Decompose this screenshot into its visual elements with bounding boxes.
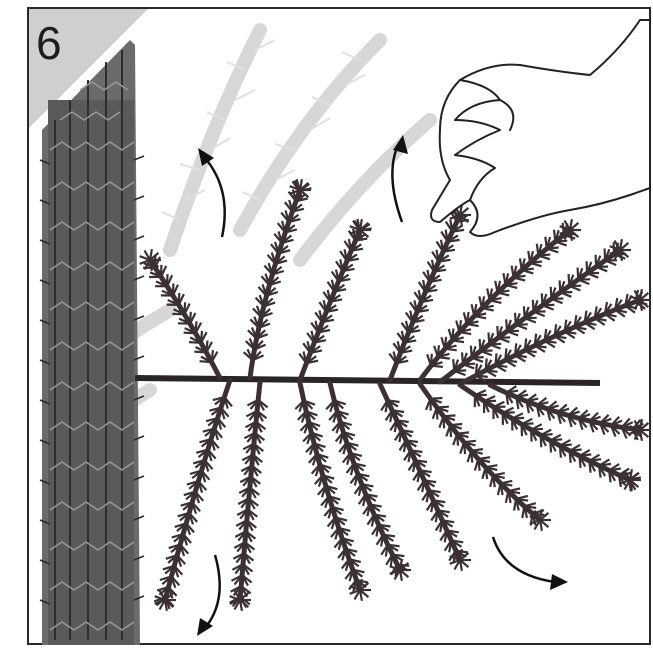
needle-mark — [515, 313, 516, 325]
needle-mark — [464, 441, 476, 442]
needle-mark — [184, 333, 196, 334]
needle-mark — [578, 268, 579, 280]
needle-mark — [542, 293, 543, 305]
needle-mark — [430, 398, 442, 399]
needle-mark — [535, 334, 537, 346]
needle-mark — [531, 430, 532, 442]
needle-mark — [438, 357, 450, 358]
needle-mark — [560, 280, 561, 292]
needle-mark — [476, 364, 477, 376]
needle-mark — [200, 361, 212, 362]
needle-mark — [505, 348, 506, 360]
needle-mark — [605, 249, 606, 261]
needle-mark — [554, 230, 555, 242]
needle-mark — [579, 456, 580, 468]
needle-mark — [587, 261, 588, 273]
needle-mark — [506, 319, 507, 331]
needle-mark — [522, 424, 523, 436]
needle-mark — [462, 352, 463, 364]
tree-trunk-pole — [40, 40, 144, 645]
needle-mark — [525, 339, 526, 351]
needle-mark — [570, 451, 571, 463]
needle-mark — [550, 441, 551, 453]
needle-mark — [444, 415, 456, 416]
needle-mark — [453, 359, 454, 371]
needle-mark — [489, 333, 490, 345]
needle-mark — [194, 352, 206, 353]
needle-mark — [560, 446, 561, 458]
needle-mark — [596, 255, 597, 267]
needle-mark — [437, 407, 449, 408]
needle-mark — [392, 555, 404, 557]
needle-mark — [457, 432, 469, 433]
needle-mark — [480, 339, 481, 351]
needle-mark — [533, 300, 534, 312]
needle-mark — [569, 274, 570, 286]
needle-mark — [431, 366, 443, 367]
needle-mark — [589, 461, 590, 473]
step-number-label: 6 — [36, 20, 62, 66]
needle-mark — [524, 306, 525, 318]
needle-mark — [189, 342, 201, 343]
needle-mark — [541, 435, 542, 447]
needle-mark — [599, 466, 601, 478]
needle-mark — [515, 343, 516, 355]
needle-mark — [471, 346, 472, 358]
needle-mark — [551, 287, 552, 299]
needle-mark — [495, 353, 496, 365]
needle-mark — [497, 326, 498, 338]
needle-mark — [545, 237, 547, 249]
needle-mark — [450, 424, 462, 425]
needle-mark — [486, 358, 487, 370]
needle-mark — [609, 470, 611, 482]
